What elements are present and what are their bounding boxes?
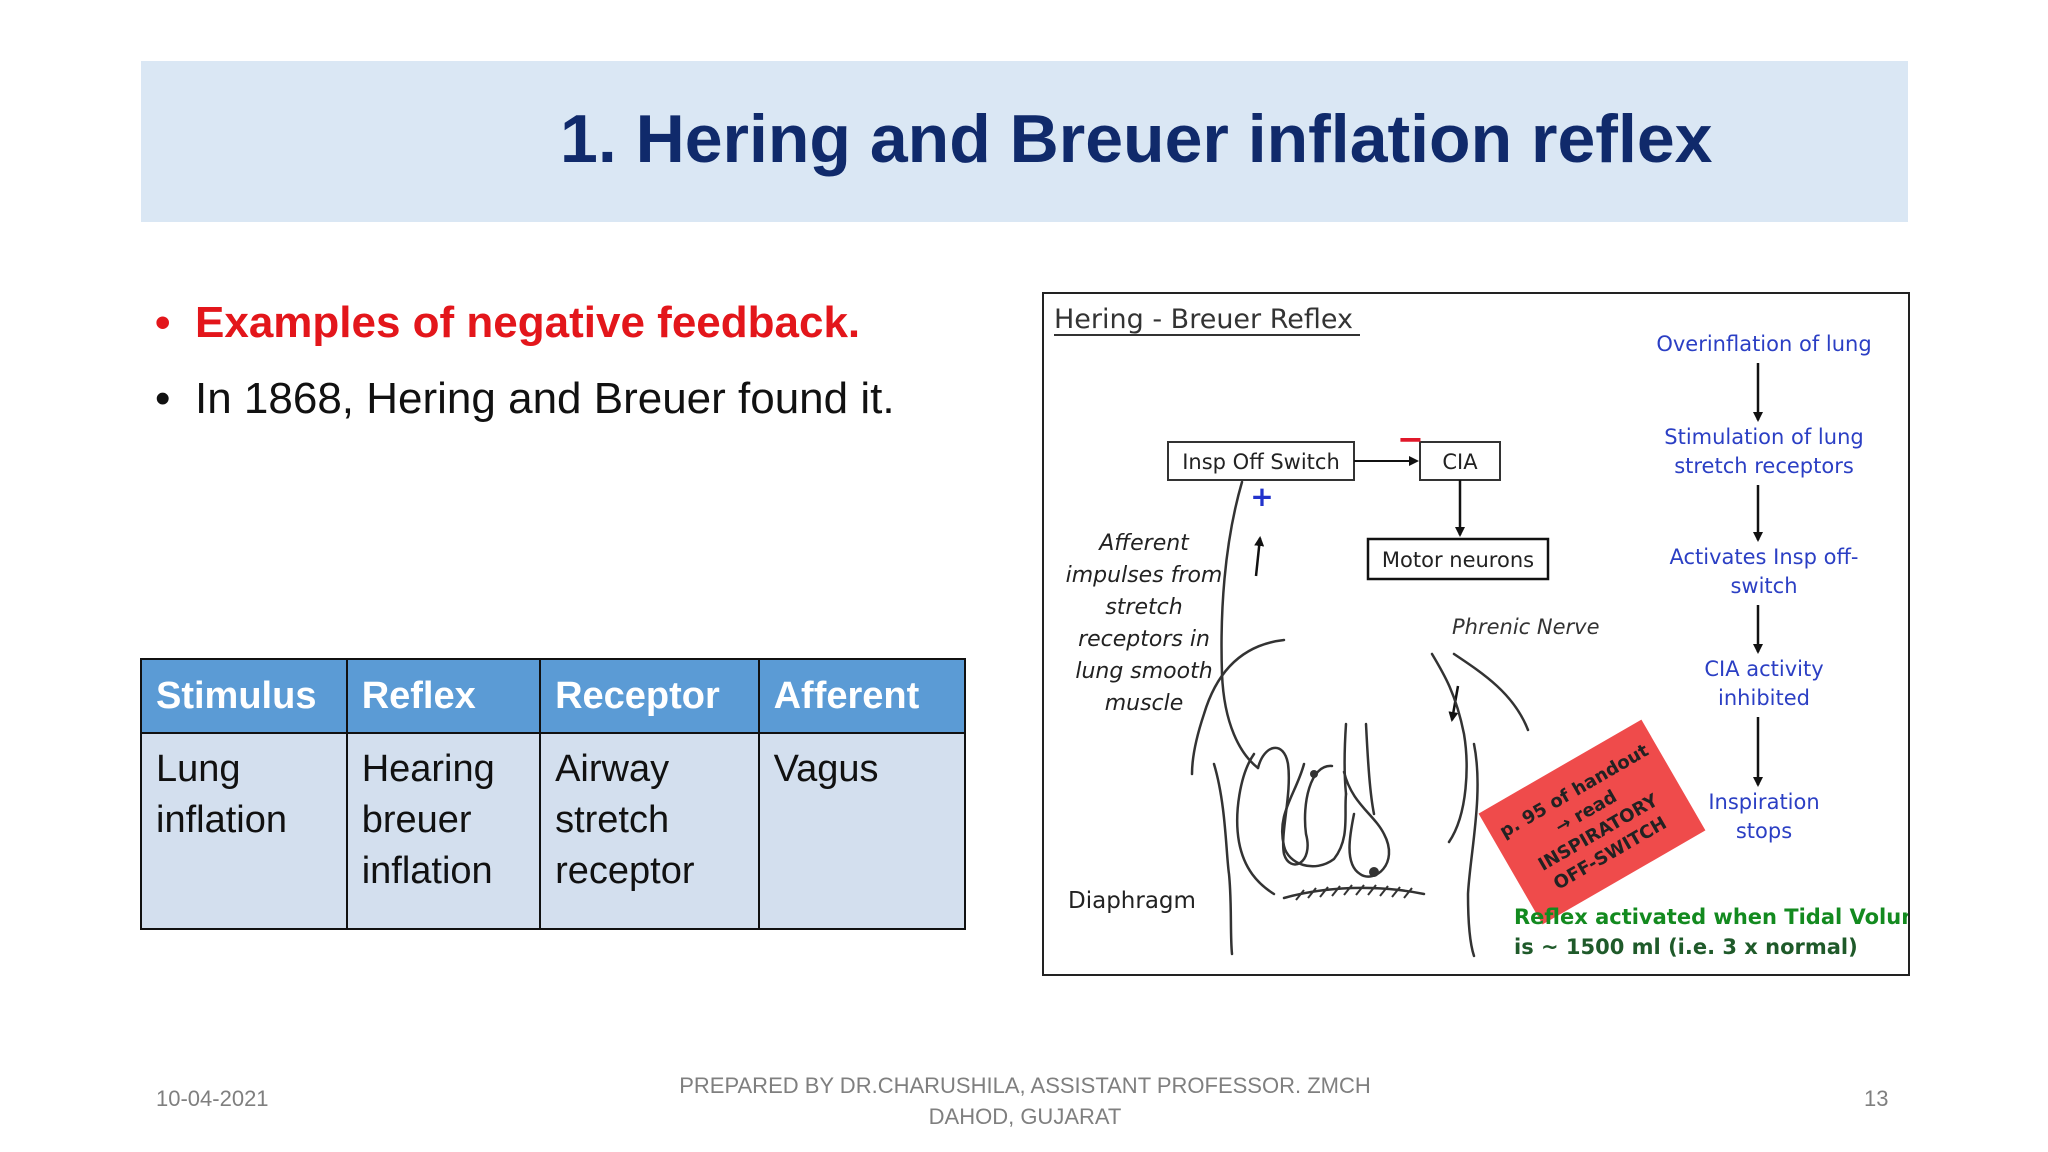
phrenic-nerve-label: Phrenic Nerve bbox=[1452, 615, 1600, 639]
afferent-text-line: muscle bbox=[1105, 691, 1184, 716]
flow-step-text: stretch receptors bbox=[1674, 454, 1854, 478]
bullet-list: • Examples of negative feedback. • In 18… bbox=[155, 295, 995, 447]
column-header: Reflex bbox=[347, 659, 540, 733]
table-cell: Vagus bbox=[759, 733, 965, 929]
afferent-text-line: receptors in bbox=[1078, 627, 1210, 652]
plus-sign: + bbox=[1250, 480, 1273, 513]
diagram-canvas: Hering - Breuer Reflex Insp Off Switch C… bbox=[1044, 294, 1908, 974]
cell-text: Vagus bbox=[774, 748, 879, 790]
note-text-line: Reflex activated when Tidal Volume bbox=[1514, 905, 1908, 929]
flow-step-text: CIA activity bbox=[1704, 657, 1823, 681]
bullet-item: • In 1868, Hering and Breuer found it. bbox=[155, 371, 995, 427]
minus-sign: − bbox=[1397, 420, 1424, 458]
motor-neurons-label: Motor neurons bbox=[1382, 548, 1534, 572]
flow-step-text: Stimulation of lung bbox=[1664, 425, 1863, 449]
bullet-item: • Examples of negative feedback. bbox=[155, 295, 995, 351]
afferent-text-line: impulses from bbox=[1066, 563, 1223, 588]
bullet-text: Examples of negative feedback. bbox=[195, 295, 860, 351]
afferent-text-line: Afferent bbox=[1097, 531, 1190, 556]
footer-credit-line: PREPARED BY DR.CHARUSHILA, ASSISTANT PRO… bbox=[650, 1070, 1400, 1101]
handout-stamp: p. 95 of handout→ readINSPIRATORYOFF-SWI… bbox=[1479, 720, 1706, 925]
tidal-volume-note: Reflex activated when Tidal Volume is ~ 1… bbox=[1514, 905, 1908, 959]
table-header-row: Stimulus Reflex Receptor Afferent bbox=[141, 659, 965, 733]
diagram-heading: Hering - Breuer Reflex bbox=[1054, 304, 1353, 335]
footer-credit-line: DAHOD, GUJARAT bbox=[650, 1101, 1400, 1132]
flow-step-text: inhibited bbox=[1718, 686, 1810, 710]
bullet-text: In 1868, Hering and Breuer found it. bbox=[195, 371, 895, 427]
flow-step-text: Activates Insp off- bbox=[1669, 545, 1858, 569]
flow-step-text: Overinflation of lung bbox=[1656, 332, 1871, 356]
vagus-node bbox=[1310, 770, 1318, 778]
afferent-text: Afferent impulses from stretch receptors in… bbox=[1066, 531, 1223, 716]
footer-date: 10-04-2021 bbox=[156, 1086, 269, 1112]
flow-step-text: stops bbox=[1736, 819, 1792, 843]
column-header: Stimulus bbox=[141, 659, 347, 733]
phrenic-node bbox=[1369, 867, 1379, 877]
footer-credit: PREPARED BY DR.CHARUSHILA, ASSISTANT PRO… bbox=[650, 1070, 1400, 1132]
afferent-up-arrow bbox=[1256, 538, 1260, 576]
bullet-dot: • bbox=[155, 295, 195, 351]
flow-step-text: switch bbox=[1730, 574, 1797, 598]
cia-label: CIA bbox=[1442, 450, 1478, 474]
afferent-text-line: stretch bbox=[1105, 595, 1182, 620]
note-text-line: is ~ 1500 ml (i.e. 3 x normal) bbox=[1514, 935, 1858, 959]
diaphragm-label: Diaphragm bbox=[1068, 888, 1196, 914]
column-header: Receptor bbox=[540, 659, 759, 733]
insp-off-switch-label: Insp Off Switch bbox=[1182, 450, 1340, 474]
column-header: Afferent bbox=[759, 659, 965, 733]
afferent-text-line: lung smooth bbox=[1075, 659, 1212, 684]
flow-step-text: Inspiration bbox=[1708, 790, 1819, 814]
reflex-diagram: Hering - Breuer Reflex Insp Off Switch C… bbox=[1042, 292, 1910, 976]
slide-title: 1. Hering and Breuer inflation reflex bbox=[560, 100, 1860, 178]
page-number: 13 bbox=[1864, 1086, 1888, 1112]
bullet-dot: • bbox=[155, 371, 195, 427]
